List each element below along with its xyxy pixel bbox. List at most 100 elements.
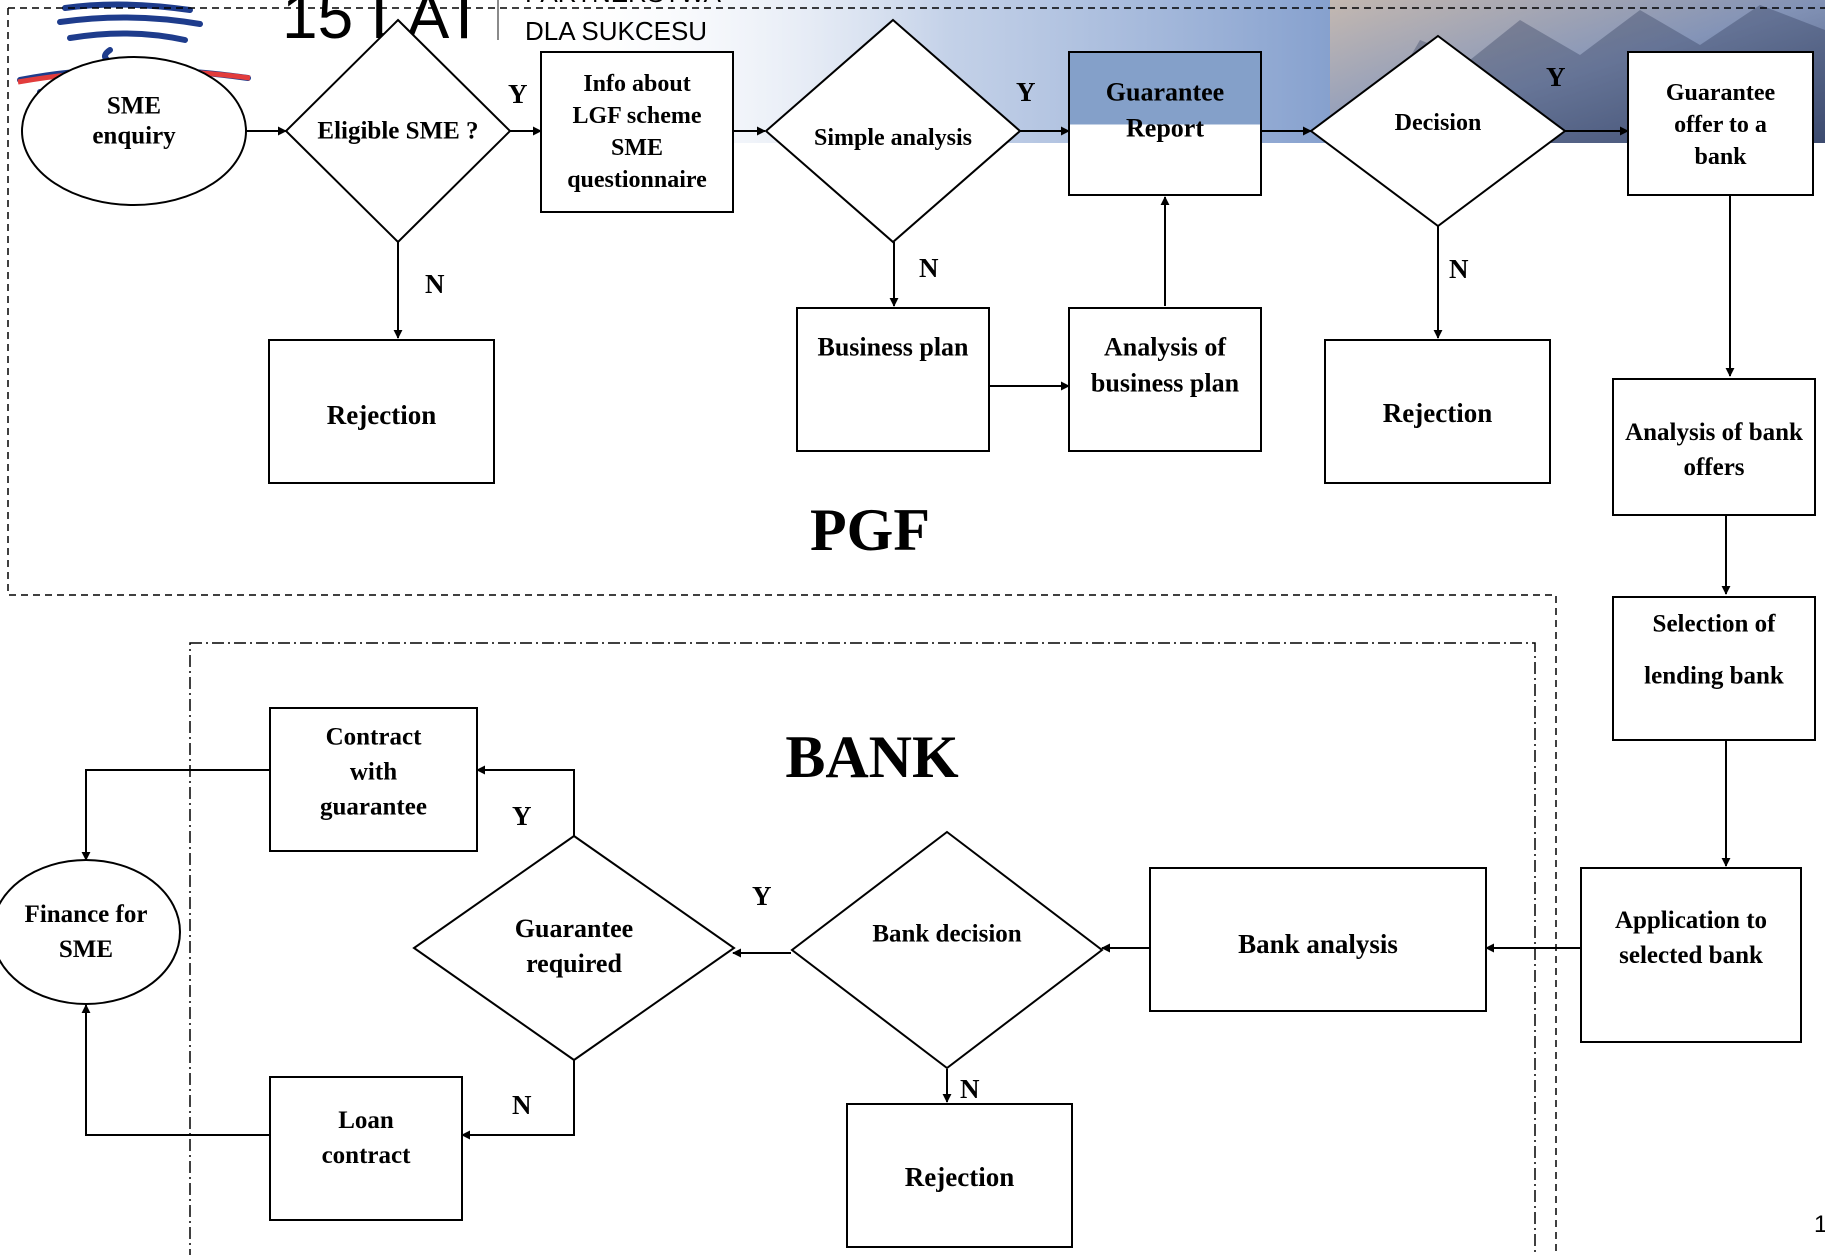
guarantee-report-label-line: Guarantee [1106, 78, 1224, 107]
selection-lending-bank-shape [1612, 596, 1816, 741]
simple-analysis-shape [764, 18, 1022, 244]
contract-with-guarantee-node: Contract with guarantee [269, 707, 478, 852]
bank-region-title: BANK [785, 724, 959, 790]
loan-contract-shape [269, 1076, 463, 1221]
application-selected-bank-label-line: Application to [1615, 907, 1767, 934]
analysis-business-plan-label-line: business plan [1091, 369, 1240, 398]
bank-decision-shape [790, 830, 1104, 1070]
eligible-sme-shape [284, 18, 512, 244]
application-selected-bank-node: Application to selected bank [1580, 867, 1802, 1043]
loan-contract-label-line: contract [322, 1142, 412, 1169]
bank-decision-label-line: Bank decision [872, 921, 1021, 948]
simple-yes-label: Y [1016, 77, 1036, 107]
edges [81, 126, 1735, 1140]
page-number: 1 [1814, 1211, 1825, 1238]
decision-label-line: Decision [1395, 110, 1482, 136]
guarantee-offer-shape [1627, 51, 1814, 196]
rejection-3-label-line: Rejection [905, 1162, 1014, 1192]
eligible-sme-label-line: Eligible SME ? [317, 118, 478, 145]
info-lgf-label-line: Info about [583, 71, 690, 97]
eligible-sme-node: Eligible SME ? [284, 18, 512, 244]
sme-enquiry-label-line: enquiry [92, 123, 176, 150]
guarantee-report-label-line: Report [1126, 114, 1204, 143]
bank-analysis-node: Bank analysis [1149, 867, 1487, 1012]
decision-yes-label: Y [1546, 62, 1566, 92]
contract-with-guarantee-label-line: Contract [326, 724, 422, 751]
simple-no-label: N [919, 253, 939, 283]
rejection-1-node: Rejection [268, 339, 495, 484]
decision-node: Decision [1309, 34, 1567, 228]
guarantee-report-highlight [1070, 53, 1260, 125]
decision-shape [1309, 34, 1567, 228]
bank-decision-yes-label: Y [752, 881, 772, 911]
rejection-1-label-line: Rejection [327, 400, 436, 430]
finance-for-sme-label-line: Finance for [25, 901, 148, 928]
guarantee-offer-label-line: offer to a [1674, 112, 1767, 138]
guarantee-no-label: N [512, 1090, 532, 1120]
pgf-region-title: PGF [810, 497, 930, 563]
pgf-region-border [7, 7, 1825, 1255]
loan-contract-node: Loan contract [269, 1076, 463, 1221]
edge-contract-finance [81, 769, 270, 861]
info-lgf-label-line: SME [611, 135, 663, 161]
decision-no-label: N [1449, 254, 1469, 284]
edge-guarantee-contract [476, 765, 575, 836]
selection-lending-bank-label-line: lending bank [1644, 663, 1784, 690]
business-plan-node: Business plan [796, 307, 990, 452]
rejection-2-label-line: Rejection [1383, 398, 1492, 428]
guarantee-required-shape [412, 834, 736, 1062]
analysis-bank-offers-label-line: offers [1683, 454, 1744, 481]
contract-with-guarantee-shape [269, 707, 478, 852]
sme-enquiry-label-line: SME [107, 93, 161, 120]
finance-for-sme-shape [0, 859, 181, 1005]
analysis-business-plan-label-line: Analysis of [1104, 333, 1226, 362]
info-lgf-shape [540, 51, 734, 213]
finance-for-sme-label-line: SME [59, 936, 113, 963]
eligible-yes-label: Y [508, 79, 528, 109]
simple-analysis-node: Simple analysis [764, 18, 1022, 244]
analysis-business-plan-node: Analysis of business plan [1068, 307, 1262, 452]
sme-enquiry-shape [21, 56, 247, 206]
application-selected-bank-shape [1580, 867, 1802, 1043]
edge-labels: Y N Y N Y N Y N Y N [425, 62, 1566, 1120]
selection-lending-bank-node: Selection of lending bank [1612, 596, 1816, 741]
info-lgf-label-line: LGF scheme [572, 103, 701, 129]
rejection-2-shape [1324, 339, 1551, 484]
rejection-3-node: Rejection [846, 1103, 1073, 1248]
analysis-business-plan-shape [1068, 307, 1262, 452]
guarantee-required-label-line: Guarantee [515, 914, 633, 943]
eligible-no-label: N [425, 269, 445, 299]
edge-loan-finance [81, 1004, 270, 1136]
sme-enquiry-node: SME enquiry [21, 56, 247, 206]
bank-decision-node: Bank decision [790, 830, 1104, 1070]
logo-small-text-1: PARTNERSTWA [525, 0, 722, 8]
application-selected-bank-label-line: selected bank [1619, 942, 1763, 969]
rejection-2-node: Rejection [1324, 339, 1551, 484]
simple-analysis-label-line: Simple analysis [814, 125, 972, 151]
bank-decision-no-label: N [960, 1074, 980, 1104]
bank-analysis-shape [1149, 867, 1487, 1012]
guarantee-yes-label: Y [512, 801, 532, 831]
contract-with-guarantee-label-line: with [350, 759, 397, 786]
business-plan-shape [796, 307, 990, 452]
rejection-1-shape [268, 339, 495, 484]
edge-guarantee-loan [461, 1060, 575, 1140]
logo-small-text-2: DLA SUKCESU [525, 16, 707, 46]
rejection-3-shape [846, 1103, 1073, 1248]
analysis-bank-offers-node: Analysis of bank offers [1612, 378, 1816, 516]
nodes: SME enquiry Eligible SME ? Info aboutLGF … [0, 18, 1816, 1248]
selection-lending-bank-label-line: Selection of [1653, 611, 1777, 638]
business-plan-label-line: Business plan [817, 333, 969, 362]
guarantee-offer-label-line: bank [1694, 144, 1747, 170]
contract-with-guarantee-label-line: guarantee [320, 794, 427, 821]
analysis-bank-offers-label-line: Analysis of bank [1625, 419, 1803, 446]
info-lgf-label-line: questionnaire [567, 167, 707, 193]
analysis-bank-offers-shape [1612, 378, 1816, 516]
loan-contract-label-line: Loan [338, 1107, 394, 1134]
